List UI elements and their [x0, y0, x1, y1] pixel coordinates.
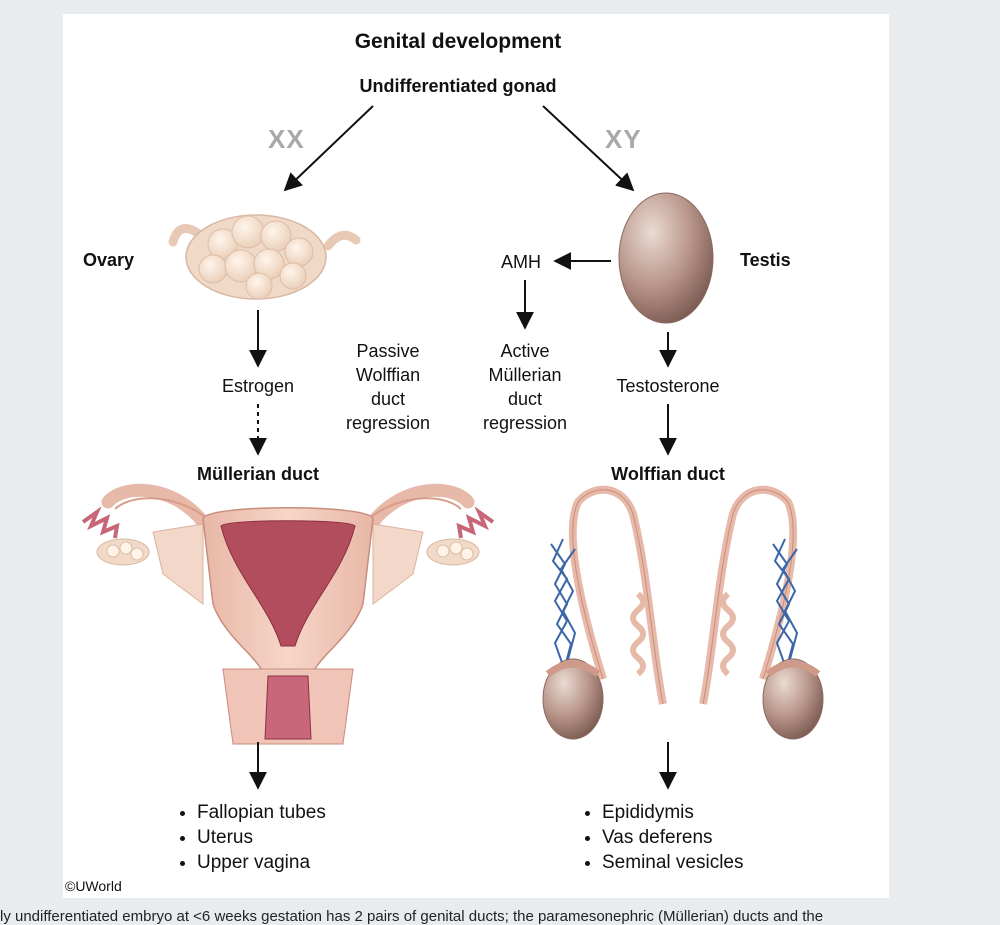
- list-item: Epididymis: [602, 800, 744, 825]
- root-label: Undifferentiated gonad: [359, 76, 557, 96]
- passive-wolffian-regression-label: Passive Wolffian duct regression: [345, 341, 431, 433]
- diagram-title: Genital development: [354, 30, 562, 53]
- list-item: Upper vagina: [197, 850, 326, 875]
- caption-text: ly undifferentiated embryo at <6 weeks g…: [0, 908, 824, 925]
- copyright-label: ©UWorld: [65, 878, 122, 894]
- estrogen-label: Estrogen: [221, 376, 295, 396]
- xx-label: XX: [268, 124, 305, 154]
- list-item: Uterus: [197, 825, 326, 850]
- amh-label: AMH: [501, 252, 541, 272]
- list-item: Vas deferens: [602, 825, 744, 850]
- active-mullerian-regression-label: Active Müllerian duct regression: [482, 341, 568, 433]
- ovary-label: Ovary: [83, 250, 135, 270]
- male-tract-illustration: [542, 485, 824, 740]
- list-item: Fallopian tubes: [197, 800, 326, 825]
- diagram-panel: Genital development Undifferentiated gon…: [63, 14, 889, 898]
- testis-label: Testis: [740, 250, 791, 270]
- list-item: Seminal vesicles: [602, 850, 744, 875]
- arrow-root-to-ovary: [283, 105, 374, 192]
- testosterone-label: Testosterone: [616, 376, 720, 396]
- arrow-root-to-testis: [542, 105, 635, 192]
- female-derivatives-list: Fallopian tubes Uterus Upper vagina: [175, 800, 326, 875]
- male-derivatives-list: Epididymis Vas deferens Seminal vesicles: [580, 800, 744, 875]
- mullerian-duct-label: Müllerian duct: [196, 464, 319, 484]
- diagram-artwork: [81, 105, 824, 790]
- female-tract-illustration: [81, 483, 495, 745]
- testis-illustration: [618, 192, 714, 324]
- wolffian-duct-label: Wolffian duct: [611, 464, 725, 484]
- xy-label: XY: [605, 124, 642, 154]
- ovary-illustration: [168, 214, 361, 300]
